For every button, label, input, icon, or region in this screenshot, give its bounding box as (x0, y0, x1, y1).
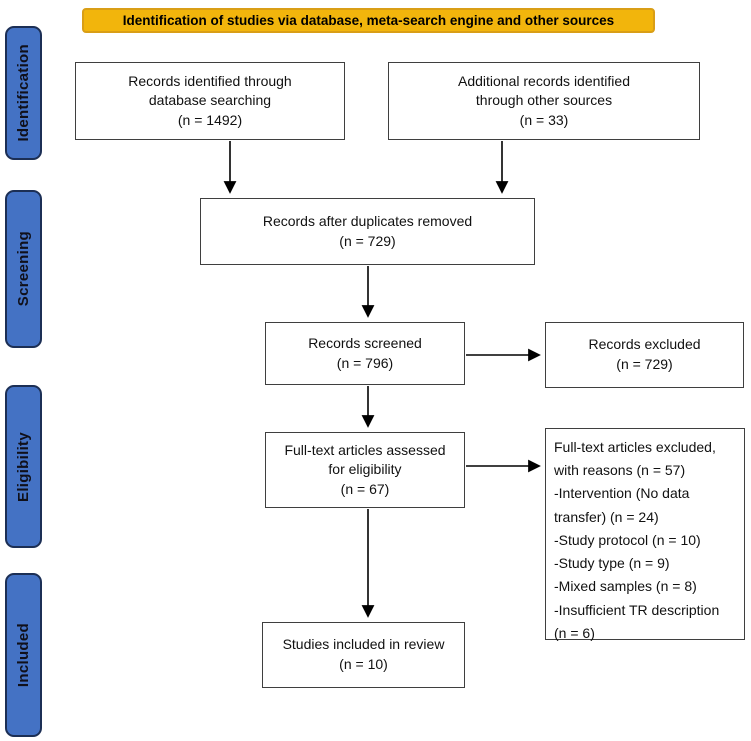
box-studies-included-review: Studies included in review (n = 10) (262, 622, 465, 688)
stage-included-label: Included (15, 622, 32, 688)
box-text-line: transfer) (n = 24) (554, 508, 659, 525)
stage-identification-label: Identification (15, 44, 32, 142)
box-records-identified-database: Records identified through database sear… (75, 62, 345, 140)
box-text-line: Full-text articles assessed (284, 441, 446, 458)
box-text-line: for eligibility (328, 461, 402, 478)
box-fulltext-assessed: Full-text articles assessed for eligibil… (265, 432, 465, 508)
box-text-line: with reasons (n = 57) (554, 462, 686, 479)
box-additional-records-other-sources: Additional records identified through ot… (388, 62, 700, 140)
box-text-line: -Study type (n = 9) (554, 555, 670, 572)
box-text-line: (n = 33) (519, 111, 569, 128)
box-text-line: (n = 729) (339, 232, 396, 249)
stage-screening-label: Screening (15, 231, 32, 307)
stage-eligibility: Eligibility (5, 385, 42, 548)
box-text-line: database searching (148, 92, 272, 109)
box-text-line: Records identified through (128, 72, 292, 89)
box-text-line: -Intervention (No data (554, 485, 690, 502)
stage-eligibility-label: Eligibility (15, 431, 32, 502)
box-text-line: -Insufficient TR description (554, 601, 720, 618)
title-banner: Identification of studies via database, … (82, 8, 655, 33)
box-text-line: through other sources (475, 92, 613, 109)
box-text-line: (n = 67) (340, 480, 390, 497)
box-text-line: (n = 10) (339, 656, 388, 672)
box-text-line: -Mixed samples (n = 8) (554, 578, 697, 595)
stage-included: Included (5, 573, 42, 737)
box-text-line: Records excluded (588, 336, 701, 353)
stage-screening: Screening (5, 190, 42, 348)
box-text-line: Records after duplicates removed (262, 212, 473, 229)
box-text-line: Full-text articles excluded, (554, 439, 716, 455)
box-text-line: -Study protocol (n = 10) (554, 531, 701, 548)
box-text-line: Additional records identified (458, 72, 630, 89)
box-records-excluded: Records excluded (n = 729) (545, 322, 744, 388)
box-records-screened: Records screened (n = 796) (265, 322, 465, 385)
box-fulltext-excluded-reasons: Full-text articles excluded, with reason… (545, 428, 745, 641)
box-text-line: Records screened (308, 334, 422, 351)
box-text-line: (n = 796) (336, 354, 394, 371)
box-text-line: (n = 6) (554, 624, 595, 641)
box-text-line: (n = 729) (616, 356, 673, 372)
box-text-line: (n = 1492) (177, 111, 243, 128)
box-text-line: Studies included in review (282, 636, 445, 653)
box-records-after-duplicates-removed: Records after duplicates removed (n = 72… (200, 198, 535, 265)
title-banner-label: Identification of studies via database, … (122, 13, 615, 28)
stage-identification: Identification (5, 26, 42, 160)
